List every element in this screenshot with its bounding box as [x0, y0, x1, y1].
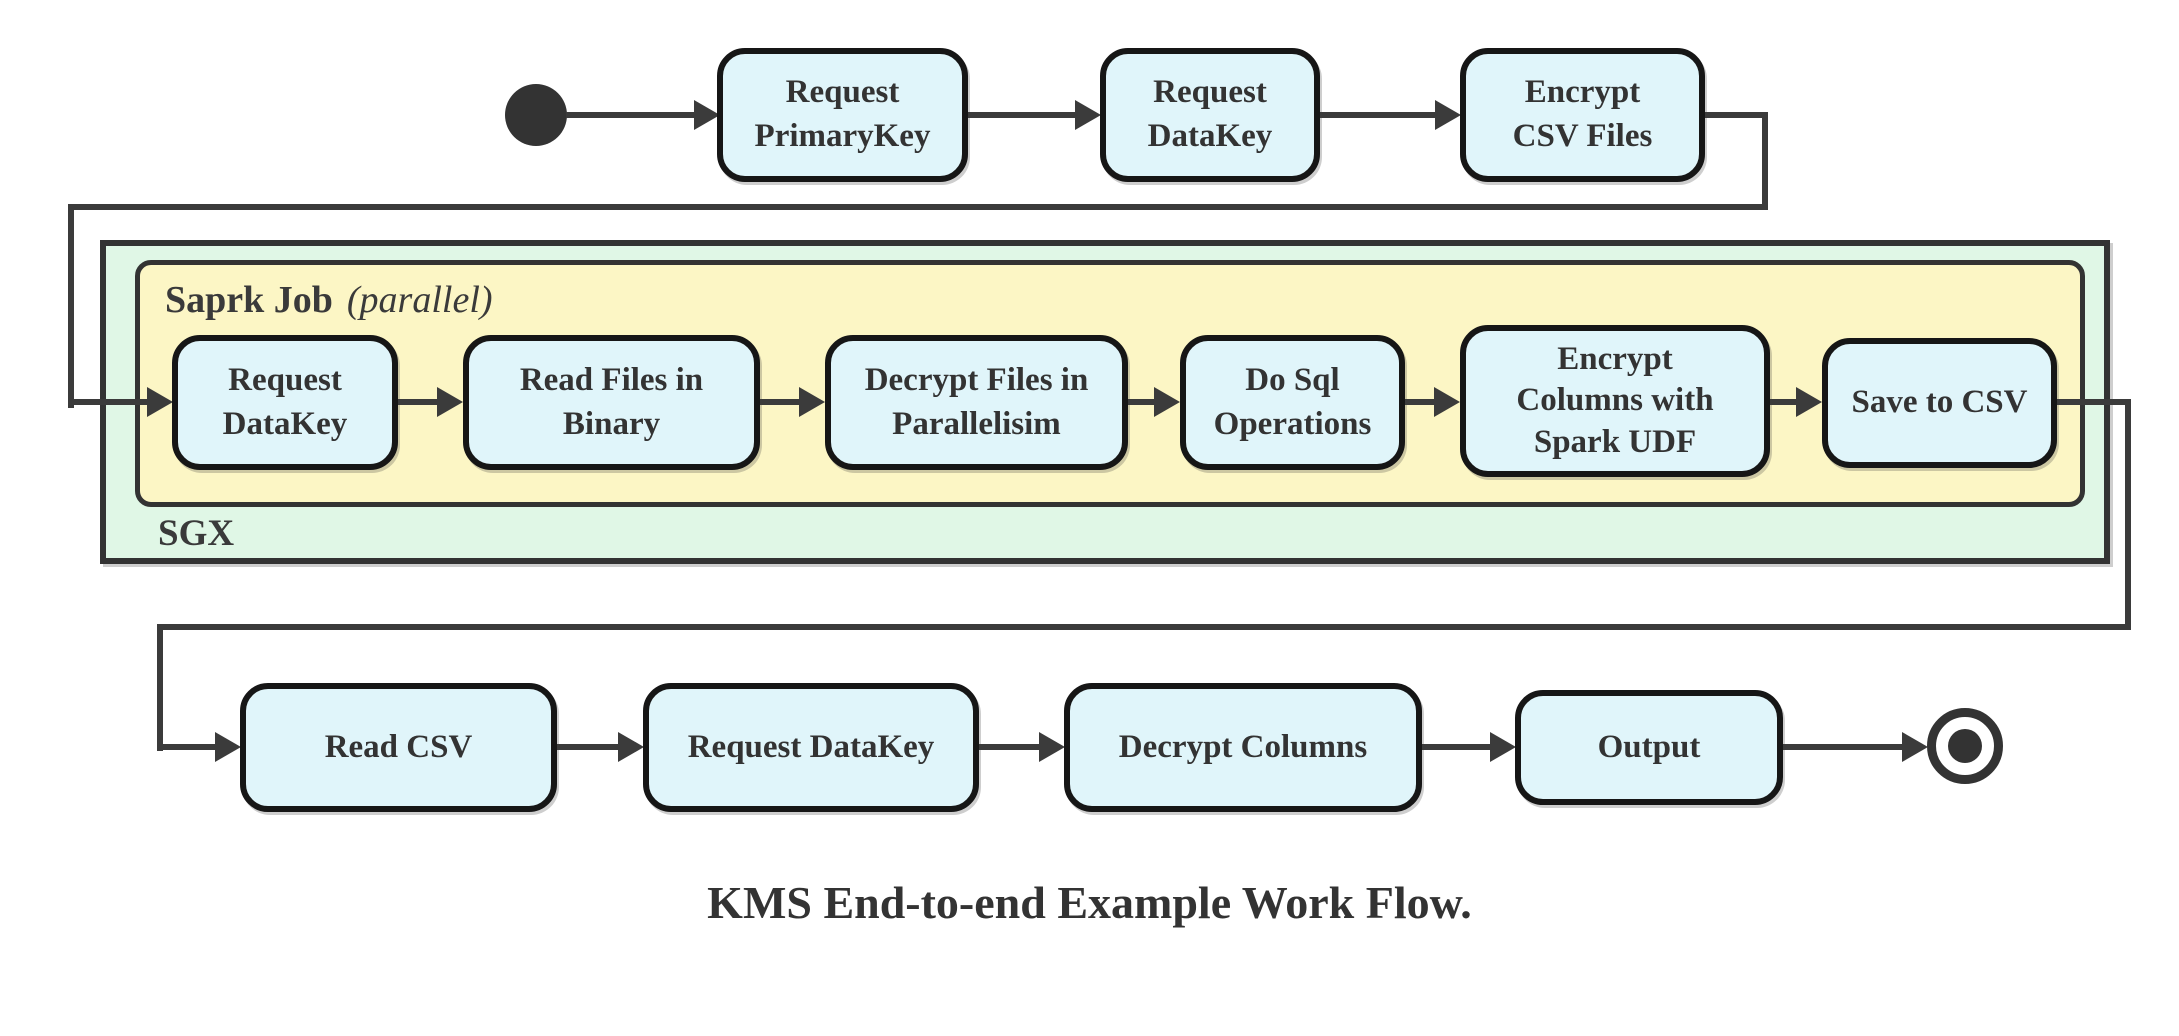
node-request-datakey-spark: Request DataKey — [172, 335, 398, 470]
node-save-to-csv: Save to CSV — [1822, 338, 2057, 468]
connector-line — [1320, 112, 1438, 118]
spark-job-parallel-text: (parallel) — [346, 279, 493, 321]
arrow-head-icon — [1075, 100, 1101, 130]
node-do-sql-operations: Do Sql Operations — [1180, 335, 1405, 470]
arrow-head-icon — [437, 387, 463, 417]
spark-job-label: Saprk Job (parallel) — [165, 278, 493, 322]
connector-line — [2125, 399, 2131, 630]
connector-line — [557, 744, 621, 750]
arrow-head-icon — [215, 732, 241, 762]
connector-line — [968, 112, 1078, 118]
connector-line — [1770, 399, 1802, 405]
arrow-head-icon — [1902, 732, 1928, 762]
connector-line — [760, 399, 804, 405]
spark-job-label-text: Saprk Job — [165, 279, 333, 321]
final-state-icon — [1927, 708, 2003, 784]
connector-line — [68, 204, 1768, 210]
connector-line — [1705, 112, 1768, 118]
connector-line — [1762, 112, 1768, 210]
connector-line — [68, 204, 74, 408]
arrow-head-icon — [1434, 387, 1460, 417]
arrow-head-icon — [147, 387, 173, 417]
arrow-head-icon — [1154, 387, 1180, 417]
node-encrypt-csv-files: Encrypt CSV Files — [1460, 48, 1705, 182]
start-state-icon — [505, 84, 567, 146]
arrow-head-icon — [618, 732, 644, 762]
node-read-files-in-binary: Read Files in Binary — [463, 335, 760, 470]
arrow-head-icon — [1796, 387, 1822, 417]
diagram-caption: KMS End-to-end Example Work Flow. — [707, 877, 1472, 928]
connector-line — [1422, 744, 1493, 750]
connector-line — [1405, 399, 1439, 405]
node-read-csv: Read CSV — [240, 683, 557, 812]
node-request-datakey-bottom: Request DataKey — [643, 683, 979, 812]
arrow-head-icon — [694, 100, 720, 130]
node-decrypt-columns: Decrypt Columns — [1064, 683, 1422, 812]
connector-line — [566, 112, 694, 118]
node-decrypt-files-in-parallelisim: Decrypt Files in Parallelisim — [825, 335, 1128, 470]
arrow-head-icon — [1490, 732, 1516, 762]
connector-line — [398, 399, 442, 405]
arrow-head-icon — [799, 387, 825, 417]
connector-line — [1128, 399, 1160, 405]
connector-line — [74, 399, 150, 405]
connector-line — [157, 624, 2131, 630]
connector-line — [157, 624, 163, 751]
node-request-primarykey: Request PrimaryKey — [717, 48, 968, 182]
node-output: Output — [1515, 690, 1783, 805]
node-encrypt-columns-with-spark-udf: Encrypt Columns with Spark UDF — [1460, 325, 1770, 477]
sgx-label: SGX — [158, 513, 235, 554]
connector-line — [2057, 399, 2131, 405]
node-request-datakey-top: Request DataKey — [1100, 48, 1320, 182]
final-state-dot — [1948, 729, 1982, 763]
arrow-head-icon — [1435, 100, 1461, 130]
arrow-head-icon — [1039, 732, 1065, 762]
connector-line — [979, 744, 1042, 750]
connector-line — [163, 744, 218, 750]
connector-line — [1783, 744, 1905, 750]
